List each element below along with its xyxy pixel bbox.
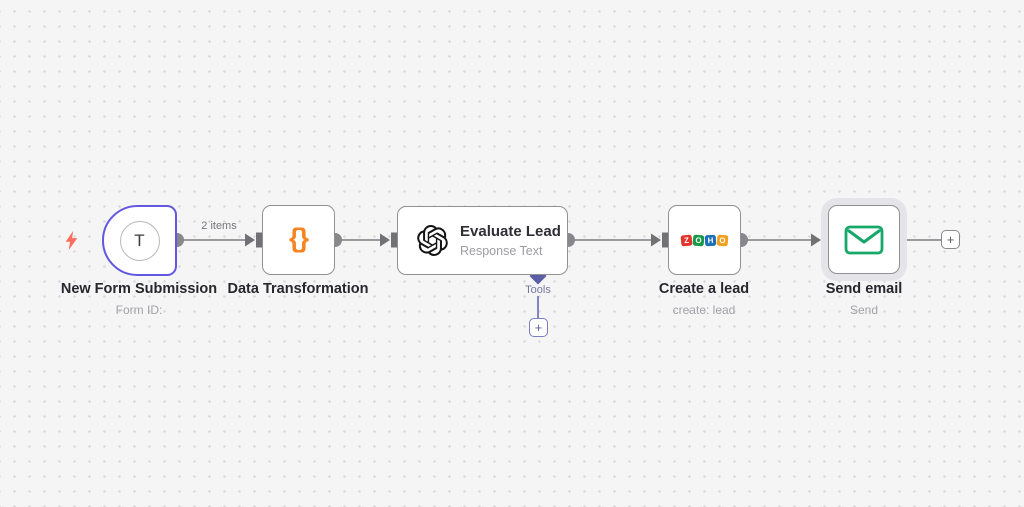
node-label-data-transformation: Data Transformation [188,281,408,303]
form-trigger-letter: T [134,230,145,250]
zoho-letter: H [704,234,717,246]
node-label-send-email: Send email Send [754,281,974,317]
zoho-letter: O [692,234,705,246]
node-send-email[interactable] [828,205,900,274]
tools-connector-label: Tools [525,284,551,296]
add-node-button[interactable]: + [941,230,960,249]
node-new-form-submission[interactable]: T [102,205,177,276]
node-subtitle: create: lead [672,303,736,318]
node-evaluate-lead[interactable]: Evaluate Lead Response Text [397,206,568,275]
node-title: Send email [825,281,903,297]
connection-transform-to-evaluate[interactable] [341,232,397,248]
connection-evaluate-to-createlead[interactable] [574,232,668,248]
node-title: Evaluate Lead [460,223,561,240]
add-tool-button[interactable]: + [529,318,548,337]
openai-icon [417,225,448,256]
node-inner-text: Evaluate Lead Response Text [460,223,561,258]
node-label-new-form-submission: New Form Submission Form ID: [29,281,249,317]
form-trigger-icon: T [119,220,160,261]
connection-trigger-to-transform[interactable] [183,232,262,248]
node-title: Data Transformation [227,281,369,297]
zoho-letter: O [716,234,729,246]
node-label-create-a-lead: Create a lead create: lead [594,281,814,317]
node-data-transformation[interactable]: {} [262,205,335,275]
node-subtitle: Send [849,303,879,318]
node-subtitle: Response Text [460,244,543,258]
connection-items-count: 2 items [201,220,237,232]
connection-createlead-to-email[interactable] [747,232,828,248]
node-subtitle: Form ID: [115,303,163,318]
email-envelope-icon [844,225,884,254]
code-braces-icon: {} [288,222,309,253]
zoho-letter: Z [680,233,693,247]
trigger-bolt-icon [65,231,78,250]
node-title: New Form Submission [60,281,218,297]
node-title: Create a lead [658,281,750,297]
